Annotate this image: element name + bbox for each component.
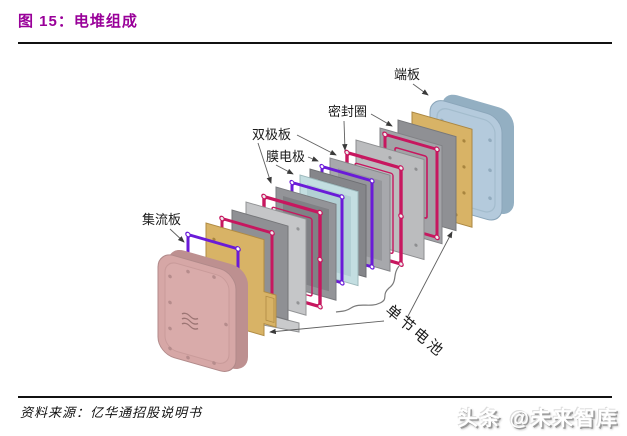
front-end-plate [157, 249, 248, 372]
bottom-rule [18, 396, 612, 398]
label-seal-ring: 密封圈 [328, 104, 367, 119]
plate-logo [181, 312, 199, 330]
label-membrane-electrode: 膜电极 [266, 149, 305, 164]
end-plate-arrow [412, 83, 429, 96]
figure-title: 图 15：电堆组成 [18, 13, 138, 30]
label-bipolar-plate: 双极板 [252, 127, 291, 142]
top-rule [18, 42, 612, 44]
label-end-plate: 端板 [394, 67, 420, 82]
label-single-cell: 单节电池 [382, 302, 448, 361]
seal-ring-arrow-rear [370, 113, 393, 127]
membrane-arrow-front [275, 164, 294, 175]
watermark: 头条 @未来智库 [457, 408, 619, 430]
single-cell-line-right [406, 231, 453, 319]
bipolar-plate-arrow-front [257, 142, 272, 184]
label-collector-plate: 集流板 [142, 212, 181, 227]
collector-plate-arrow [169, 228, 185, 243]
seal-ring-arrow-front [342, 120, 348, 151]
single-cell-brace [335, 265, 400, 313]
single-cell-line-left [269, 320, 385, 335]
bipolar-plate-arrow-rear [296, 134, 337, 156]
source-note: 资料来源：亿华通招股说明书 [20, 405, 203, 420]
membrane-arrow-rear [307, 156, 319, 162]
